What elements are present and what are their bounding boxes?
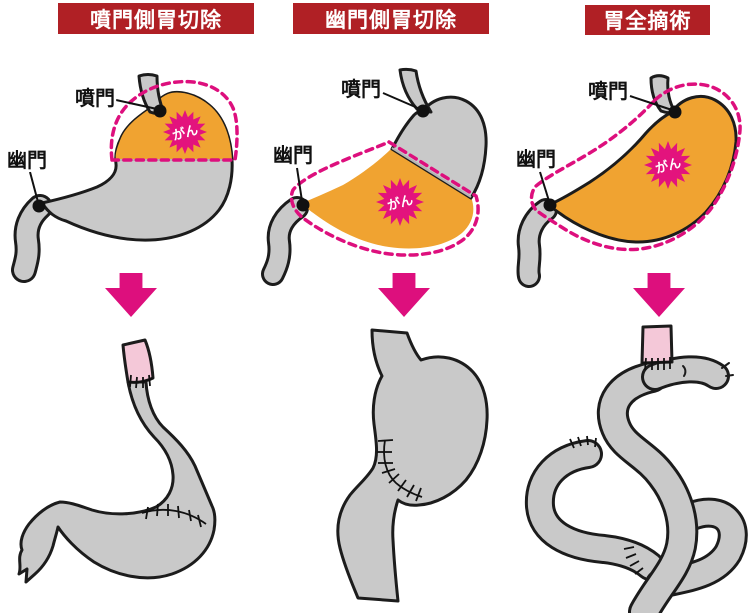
- cardia-dot: [153, 104, 167, 118]
- crease-line: [682, 365, 687, 377]
- cardia-leader-line: [629, 95, 673, 111]
- title-proximal-gastrectomy: 噴門側胃切除: [58, 3, 254, 34]
- resection-dashed-line: [529, 82, 742, 252]
- anastomosis-sutures-upper: [127, 374, 154, 389]
- esophagus: [398, 67, 433, 114]
- after-total-gastrectomy: [524, 324, 748, 613]
- after-proximal-gastrectomy: [17, 338, 217, 584]
- stomach-before-proximal: がん 噴門 幽門: [5, 73, 239, 283]
- cancer-starburst: [376, 178, 424, 226]
- stomach-before-distal: がん 噴門 幽門: [261, 67, 488, 286]
- cardia-label: 噴門: [75, 86, 115, 110]
- pylorus-label: 幽門: [7, 149, 47, 172]
- blind-end-mark: [721, 362, 730, 369]
- pylorus-dot: [296, 198, 310, 212]
- pylorus-leader-line: [29, 171, 39, 203]
- pylorus-leader-line: [539, 171, 550, 202]
- reconstructed-tract: [336, 328, 489, 603]
- anastomosis-sutures-lower: [141, 503, 207, 528]
- cardia-leader-line: [115, 99, 158, 110]
- after-distal-gastrectomy: [336, 328, 489, 603]
- stomach-body-whole-resected: [547, 95, 738, 244]
- reconstructed-tract: [17, 380, 217, 584]
- title-distal-gastrectomy: 幽門側胃切除: [293, 3, 489, 34]
- cardia-dot: [668, 105, 682, 119]
- jejunojejunostomy-sutures: [623, 546, 644, 575]
- cancer-starburst: [163, 110, 207, 154]
- cardia-label: 噴門: [588, 79, 628, 103]
- anastomosis-sutures: [377, 439, 423, 502]
- cardia-dot: [416, 104, 430, 118]
- resection-dashed-line: [109, 79, 239, 162]
- duodenal-stump-sutures: [569, 435, 597, 449]
- stomach-body-remnant: [390, 95, 488, 200]
- cardia-leader-line: [382, 92, 421, 110]
- resection-dashed-line: [289, 140, 480, 257]
- cancer-label: がん: [654, 155, 683, 176]
- pylorus-leader-line: [296, 167, 303, 202]
- cancer-starburst: [644, 141, 692, 189]
- pylorus-dot: [32, 199, 46, 213]
- pylorus-label: 幽門: [273, 144, 313, 167]
- cardia-label: 噴門: [341, 77, 381, 101]
- cancer-label: がん: [171, 122, 200, 143]
- stomach-before-total: がん 噴門 幽門: [514, 74, 742, 288]
- pylorus-dot: [543, 198, 557, 212]
- esophagojejunostomy-sutures: [641, 357, 673, 371]
- cancer-label: がん: [386, 192, 415, 213]
- blind-end-mark: [725, 374, 734, 377]
- cut-seam: [391, 147, 472, 198]
- pylorus-label: 幽門: [516, 148, 556, 171]
- esophagus-stub: [640, 324, 674, 365]
- title-total-gastrectomy: 胃全摘術: [585, 5, 710, 35]
